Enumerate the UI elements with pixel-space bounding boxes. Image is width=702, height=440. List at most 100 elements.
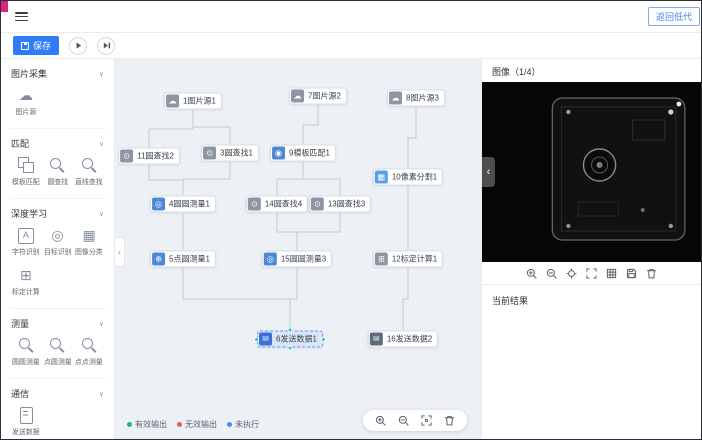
flow-edge <box>402 268 409 330</box>
node-n12[interactable]: ⊞12标定计算1 <box>372 250 444 268</box>
tool-item-point-circle-measure[interactable]: 点圆测量 <box>42 336 74 367</box>
node-n1[interactable]: ☁1图片源1 <box>164 92 222 110</box>
section-title: 深度学习 <box>11 209 48 219</box>
tool-item-send-data[interactable]: 发送数据 <box>10 406 42 437</box>
menu-icon[interactable] <box>15 12 28 24</box>
node-n10[interactable]: ▦10像素分割1 <box>372 168 444 186</box>
run-continuous-button[interactable] <box>97 36 116 55</box>
prev-image-button[interactable]: ‹ <box>482 157 495 187</box>
node-label: 3圆查找1 <box>220 148 253 158</box>
section-items: 模板匹配圆查找直线查找 <box>10 156 105 198</box>
tool-item-image-classify[interactable]: ▦图像分类 <box>73 226 105 257</box>
preview-locate-button[interactable] <box>566 268 577 279</box>
section-header-match[interactable]: 匹配∨ <box>10 129 105 156</box>
tool-item-target-recognition[interactable]: ◎目标识别 <box>42 226 74 257</box>
node-n6[interactable]: ✉6发送数据1 <box>254 327 326 351</box>
send-icon: ✉ <box>259 332 273 346</box>
action-toolbar: 保存 <box>1 33 701 59</box>
tool-item-image-source[interactable]: ☁图片源 <box>10 86 42 117</box>
node-n8[interactable]: ☁8图片源3 <box>387 89 445 107</box>
preview-delete-button[interactable] <box>646 268 657 279</box>
connection-dot[interactable] <box>287 345 293 351</box>
tool-item-label: 图片源 <box>15 107 37 116</box>
tool-item-point-point-measure[interactable]: 点点测量 <box>73 336 105 367</box>
header: 返回低代 <box>1 1 701 33</box>
legend-label: 未执行 <box>235 420 259 429</box>
tool-item-circle-circle-measure[interactable]: 圆圆测量 <box>10 336 42 367</box>
flow-edge <box>302 162 341 195</box>
preview-save-button[interactable] <box>626 268 637 279</box>
preview-fullscreen-button[interactable] <box>586 268 597 279</box>
chevron-left-icon: ‹ <box>118 247 121 257</box>
preview-image: ‹ <box>482 82 701 262</box>
zoom-in-icon <box>375 415 386 426</box>
section-title: 图片采集 <box>11 69 48 79</box>
node-n14[interactable]: ⊙14圆查找4 <box>245 195 309 213</box>
connection-dot[interactable] <box>287 327 293 333</box>
sidebar-collapse-handle[interactable]: ‹ <box>115 237 125 267</box>
image-source-icon: ☁ <box>291 89 305 103</box>
tool-item-circle-find[interactable]: 圆查找 <box>42 156 74 187</box>
connection-dot[interactable] <box>254 336 260 342</box>
chevron-down-icon: ∨ <box>98 210 104 218</box>
section-items: 圆圆测量点圆测量点点测量 <box>10 336 105 378</box>
save-button[interactable]: 保存 <box>13 36 60 55</box>
preview-grid-button[interactable] <box>606 268 617 279</box>
zoom-in-button[interactable] <box>375 415 386 426</box>
section-header-communication[interactable]: 通信∨ <box>10 379 105 406</box>
delete-button[interactable] <box>444 415 455 426</box>
zoom-out-icon <box>398 415 409 426</box>
measure-cc-icon: ◎ <box>263 252 277 266</box>
node-n9[interactable]: ◉9模板匹配1 <box>270 144 336 162</box>
node-n7[interactable]: ☁7图片源2 <box>289 87 347 105</box>
legend-dot <box>227 422 232 427</box>
section-items: ☁图片源 <box>10 86 105 128</box>
section-header-image-capture[interactable]: 图片采集 ∨ <box>10 59 105 86</box>
measure-pc-icon: ⊕ <box>152 252 166 266</box>
node-label: 8图片源3 <box>406 93 439 103</box>
flow-edge <box>276 213 298 250</box>
chevron-down-icon: ∨ <box>98 390 104 398</box>
tool-item-template-match[interactable]: 模板匹配 <box>10 156 42 187</box>
preview-panel: 图像（1/4） ‹ 当前结果 <box>481 59 701 439</box>
chevron-down-icon: ∨ <box>98 70 104 78</box>
measure-cc-icon: ◎ <box>152 197 166 211</box>
node-label: 5点圆测量1 <box>169 254 210 264</box>
legend-item: 无效输出 <box>177 419 217 430</box>
flow-canvas[interactable]: ☁1图片源1☁7图片源2☁8图片源3⊙11圆查找2⊙3圆查找1◉9模板匹配1▦1… <box>115 59 481 439</box>
tool-item-label: 标定计算 <box>12 287 40 296</box>
line-find-icon <box>79 156 99 174</box>
node-n4[interactable]: ◎4圆圆测量1 <box>150 195 216 213</box>
section-header-measurement[interactable]: 测量∨ <box>10 309 105 336</box>
tool-item-calib-calc[interactable]: ⊞标定计算 <box>10 266 42 297</box>
image-source-icon: ☁ <box>166 94 180 108</box>
tool-item-label: 直线查找 <box>75 177 103 186</box>
template-match-icon <box>16 156 36 174</box>
flow-edges <box>148 105 417 330</box>
node-n11[interactable]: ⊙11圆查找2 <box>118 147 180 165</box>
connection-dot[interactable] <box>320 336 326 342</box>
preview-zoom-in-button[interactable] <box>526 268 537 279</box>
back-to-lowcode-button[interactable]: 返回低代 <box>647 7 700 26</box>
tool-item-line-find[interactable]: 直线查找 <box>73 156 105 187</box>
fit-button[interactable] <box>421 415 432 426</box>
node-n13[interactable]: ⊙13圆查找3 <box>308 195 372 213</box>
node-n15[interactable]: ◎15圆圆测量3 <box>261 250 333 268</box>
flow-edge <box>192 110 231 144</box>
play-step-icon <box>103 42 110 49</box>
corner-accent <box>1 1 8 12</box>
node-n16[interactable]: ✉16发送数据2 <box>367 330 439 348</box>
save-icon <box>626 268 637 279</box>
node-n3[interactable]: ⊙3圆查找1 <box>201 144 259 162</box>
section-title: 匹配 <box>11 139 30 149</box>
camera-image <box>482 82 701 262</box>
zoom-out-button[interactable] <box>398 415 409 426</box>
run-once-button[interactable] <box>69 36 88 55</box>
preview-zoom-out-button[interactable] <box>546 268 557 279</box>
legend-item: 有效输出 <box>127 419 167 430</box>
section-header-deep-learning[interactable]: 深度学习 ∨ <box>10 199 105 226</box>
node-n5[interactable]: ⊕5点圆测量1 <box>150 250 216 268</box>
